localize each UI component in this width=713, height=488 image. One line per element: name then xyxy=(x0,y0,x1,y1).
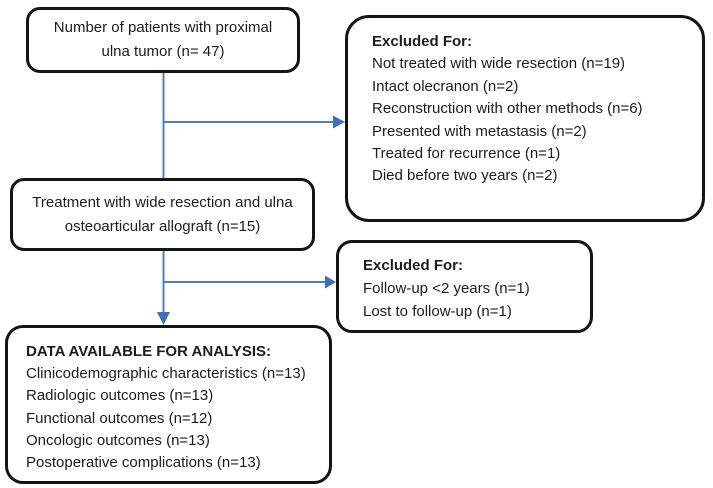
box-text-line: Functional outcomes (n=12) xyxy=(26,409,213,427)
box-text-line: Presented with metastasis (n=2) xyxy=(372,122,587,140)
box-treatment: Treatment with wide resection and ulna o… xyxy=(10,178,315,251)
arrowhead-right-icon xyxy=(325,275,336,289)
box-text-line: Radiologic outcomes (n=13) xyxy=(26,387,214,405)
box-text-line: Postoperative complications (n=13) xyxy=(26,454,261,472)
box-text-line: Not treated with wide resection (n=19) xyxy=(372,55,626,73)
box-text-line: Number of patients with proximal xyxy=(53,19,273,36)
box-text-line: ulna tumor (n= 47) xyxy=(101,43,225,60)
arrowhead-down-icon xyxy=(157,312,170,325)
box-header: DATA AVAILABLE FOR ANALYSIS: xyxy=(26,343,271,360)
box-data-available: DATA AVAILABLE FOR ANALYSIS: Clinicodemo… xyxy=(5,325,332,484)
box-text-line: Clinicodemographic characteristics (n=13… xyxy=(26,365,306,383)
box-item-list: Clinicodemographic characteristics (n=13… xyxy=(26,363,323,474)
box-excluded-initial: Excluded For: Not treated with wide rese… xyxy=(345,15,705,222)
box-patients-total: Number of patients with proximal ulna tu… xyxy=(26,7,300,73)
box-text-line: osteoarticular allograft (n=15) xyxy=(64,217,261,235)
box-text-line: Treatment with wide resection and ulna xyxy=(32,193,293,211)
box-text-line: Intact olecranon (n=2) xyxy=(372,77,519,95)
box-item-list: Follow-up <2 years (n=1) Lost to follow-u… xyxy=(363,277,582,323)
box-header: Excluded For: xyxy=(363,257,464,274)
box-text-line: Lost to follow-up (n=1) xyxy=(363,303,512,320)
box-text-line: Died before two years (n=2) xyxy=(372,167,558,185)
box-text-line: Oncologic outcomes (n=13) xyxy=(26,431,210,449)
box-item-list: Not treated with wide resection (n=19) In… xyxy=(372,53,694,187)
box-text-line: Reconstruction with other methods (n=6) xyxy=(372,100,643,118)
box-text-line: Treated for recurrence (n=1) xyxy=(372,145,561,163)
box-excluded-followup: Excluded For: Follow-up <2 years (n=1) Lo… xyxy=(336,240,593,333)
arrowhead-right-icon xyxy=(333,115,345,129)
box-header: Excluded For: xyxy=(372,33,473,50)
box-text-line: Follow-up <2 years (n=1) xyxy=(363,280,530,297)
